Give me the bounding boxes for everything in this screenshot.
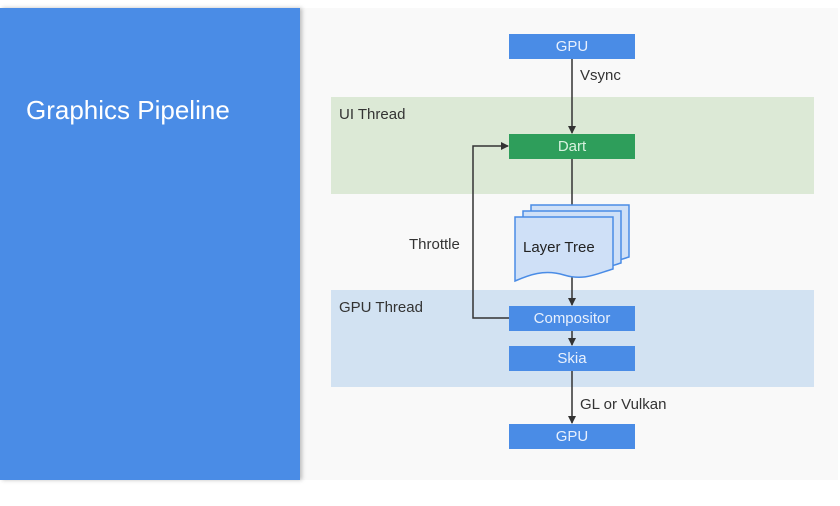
gpu-thread-label: GPU Thread (339, 299, 423, 316)
layer-tree-shape (514, 204, 630, 283)
ui-thread-label: UI Thread (339, 106, 406, 123)
gpu-top-node: GPU (509, 34, 635, 59)
layer-tree-label: Layer Tree (523, 239, 595, 256)
throttle-label: Throttle (409, 236, 460, 253)
vsync-label: Vsync (580, 67, 621, 84)
compositor-node: Compositor (509, 306, 635, 331)
layer-tree-doc-front (514, 216, 614, 283)
gl-vulkan-label: GL or Vulkan (580, 396, 667, 413)
dart-node: Dart (509, 134, 635, 159)
slide-title: Graphics Pipeline (26, 95, 230, 125)
skia-node: Skia (509, 346, 635, 371)
edge-throttle (472, 142, 509, 319)
title-panel: Graphics Pipeline (0, 8, 300, 480)
gpu-bottom-node: GPU (509, 424, 635, 449)
